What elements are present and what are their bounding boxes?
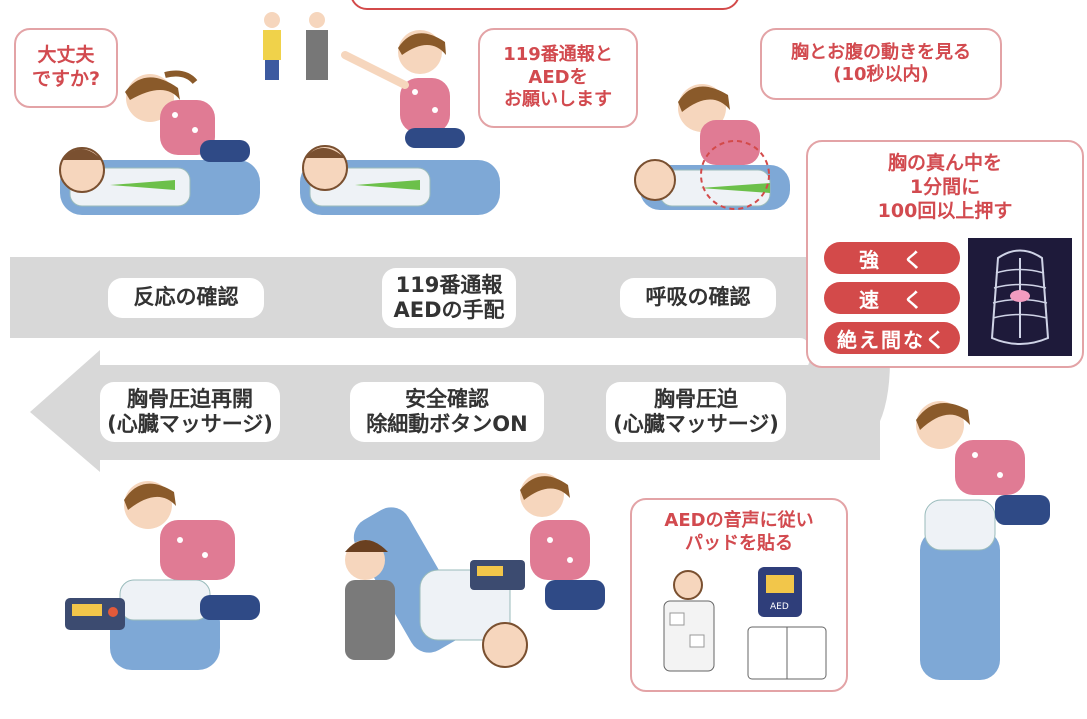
scene-resume-compression: [65, 481, 260, 670]
tag-fast: 速 く: [824, 282, 960, 314]
scene-safety-check: [345, 473, 605, 668]
bubble-call-119: 119番通報と AEDを お願いします: [478, 28, 638, 128]
tag-hard: 強 く: [824, 242, 960, 274]
step-line: 119番通報: [395, 272, 503, 297]
bubble-line: パッドを貼る: [685, 532, 793, 554]
bubble-line: AEDの音声に従い: [664, 510, 814, 531]
scene-call-119: [263, 12, 500, 215]
bubble-are-you-ok: 大丈夫 ですか?: [14, 28, 118, 108]
step-resume-compression: 胸骨圧迫再開 (心臓マッサージ): [100, 382, 280, 442]
step-safety-shock: 安全確認 除細動ボタンON: [350, 382, 544, 442]
bubble-line: 胸の真ん中を: [887, 152, 1002, 174]
bubble-line: ですか?: [31, 68, 101, 90]
bubble-line: 119番通報と: [503, 44, 613, 66]
bubble-watch-chest: 胸とお腹の動きを見る (10秒以内): [760, 28, 1002, 100]
step-call-aed: 119番通報 AEDの手配: [382, 268, 516, 328]
scene-breathing-check: [634, 84, 790, 210]
step-line: (心臓マッサージ): [613, 412, 779, 436]
aed-pad-illustration: AED: [663, 567, 827, 680]
bubble-line: (10秒以内): [833, 64, 929, 85]
bubble-line: 大丈夫: [37, 44, 95, 67]
step-line: AEDの手配: [393, 298, 505, 322]
scene-response-check: [59, 70, 260, 215]
bubble-line: 100回以上押す: [877, 199, 1013, 222]
scene-compression: [916, 401, 1050, 680]
step-line: (心臓マッサージ): [107, 412, 273, 436]
step-line: 胸骨圧迫再開: [127, 386, 253, 411]
chest-xray-image: [968, 238, 1072, 356]
bubble-line: 胸とお腹の動きを見る: [791, 41, 971, 63]
step-response-check: 反応の確認: [108, 278, 264, 318]
step-line: 呼吸の確認: [645, 285, 751, 310]
tag-continuous: 絶え間なく: [824, 322, 960, 354]
step-breathing-check: 呼吸の確認: [620, 278, 776, 318]
step-line: 胸骨圧迫: [654, 386, 738, 411]
bubble-line: 1分間に: [909, 175, 981, 198]
bubble-line: お願いします: [504, 89, 612, 111]
step-line: 除細動ボタンON: [366, 412, 528, 436]
step-line: 反応の確認: [133, 285, 239, 310]
bubble-line: AEDを: [528, 66, 588, 88]
step-line: 安全確認: [405, 386, 489, 411]
header-frame: [350, 0, 740, 10]
step-compression: 胸骨圧迫 (心臓マッサージ): [606, 382, 786, 442]
aed-device-label: AED: [770, 602, 789, 612]
